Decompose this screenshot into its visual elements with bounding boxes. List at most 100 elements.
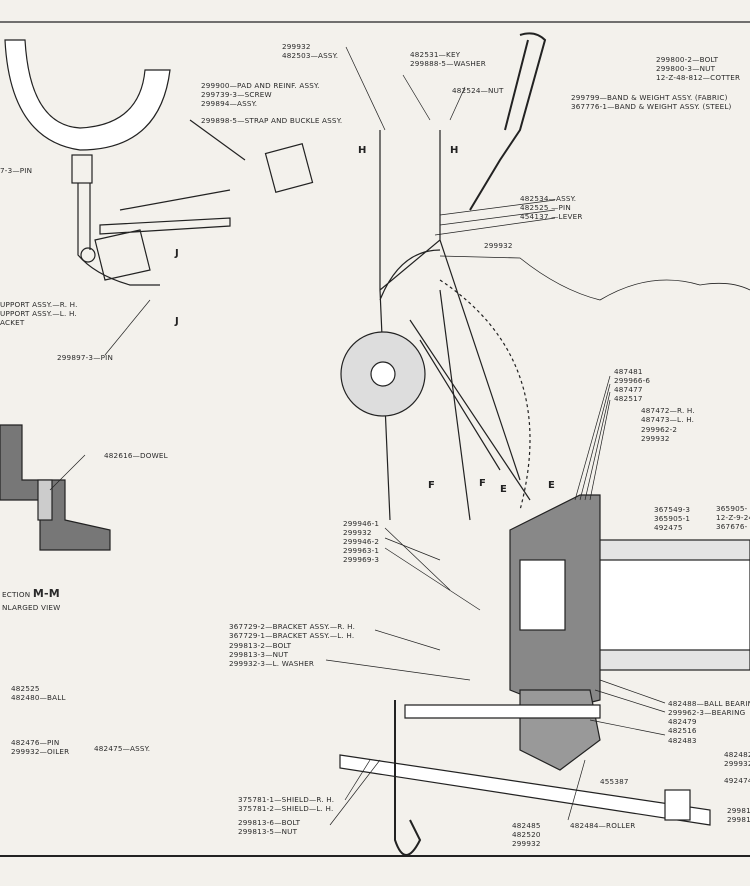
part-label: 482482 [724,750,750,759]
part-label: 365905- [716,504,748,513]
part-label: 375781-1—SHIELD—R. H. [238,795,335,804]
lower-bar [404,704,601,719]
part-label: 367729-2—BRACKET ASSY.—R. H. [229,622,356,631]
part-label: ACKET [0,318,25,327]
part-label: 482516 [668,726,697,735]
part-label: 299894—ASSY. [201,99,258,108]
part-label: 299813-6—BOLT [238,818,301,827]
part-label: 299932 [641,434,670,443]
part-label: 365905-1 [654,514,691,523]
part-label: 482524—NUT [452,86,504,95]
section-marker-f: F [428,480,435,491]
hook [394,700,422,856]
section-marker-j: J [175,248,179,259]
part-label: 367676- [716,522,748,531]
support-post [71,154,93,184]
part-label: 7-3—PIN [0,166,33,175]
part-label: 367776-1—BAND & WEIGHT ASSY. (STEEL) [571,102,732,111]
part-label: 367549-3 [654,505,691,514]
pad-arc [4,39,171,151]
part-label: 482476—PIN [11,738,60,747]
part-label: 487472—R. H. [641,406,695,415]
part-label: 299813-2—BOLT [229,641,292,650]
roller-box [664,789,691,821]
part-label: 492475 [654,523,683,532]
part-label: 299962-2 [641,425,678,434]
part-label: 299932 [282,42,311,51]
part-label: 29981 [727,806,750,815]
part-label: 299962-3—BEARING [668,708,746,717]
part-label: 482616—DOWEL [104,451,168,460]
part-label: 299966-6 [614,376,651,385]
part-label: 482480—BALL [11,693,66,702]
part-label: 299799—BAND & WEIGHT ASSY. (FABRIC) [571,93,728,102]
part-label: UPPORT ASSY.—L. H. [0,309,77,318]
part-label: 299932—OILER [11,747,70,756]
part-label: 299898-5—STRAP AND BUCKLE ASSY. [201,116,343,125]
bracket-bar [94,189,231,281]
dotted-arc [439,279,531,511]
section-subtitle: NLARGED VIEW [2,603,61,612]
part-label: 29981 [727,815,750,824]
section-marker-e: E [500,484,507,495]
part-label: 487477 [614,385,643,394]
part-label: 299946-1 [343,519,380,528]
section-word: ECTION [2,590,31,599]
part-label: 299932 [724,759,750,768]
section-marker-e: E [548,480,555,491]
pivot [80,247,96,263]
part-label: 12-Z-48-812—COTTER [656,73,741,82]
part-label: 299932 [343,528,372,537]
part-label: 482485 [512,821,541,830]
part-label: 455387 [600,777,629,786]
part-label: 482475—ASSY. [94,744,151,753]
part-label: 367729-1—BRACKET ASSY.—L. H. [229,631,355,640]
part-label: 482484—ROLLER [570,821,636,830]
part-label: 12-Z-9-24 [716,513,750,522]
part-label: 482531—KEY [410,50,461,59]
part-label: 299739-3—SCREW [201,90,272,99]
part-label: 299969-3 [343,555,380,564]
part-label: UPPORT ASSY.—R. H. [0,300,78,309]
part-label: 299946-2 [343,537,380,546]
support-arm [77,183,160,286]
part-label: 482534—ASSY. [520,194,577,203]
section-marker-h: H [450,145,459,156]
section-id: M-M [32,587,60,600]
part-label: 482520 [512,830,541,839]
part-label: 299932-3—L. WASHER [229,659,315,668]
part-label: 482525 —PIN [520,203,571,212]
part-label: 482479 [668,717,697,726]
section-title: ECTION M-M [2,587,60,600]
section-marker-j: J [175,316,179,327]
part-label: 487481 [614,367,643,376]
part-label: 482525 [11,684,40,693]
handle [469,32,547,211]
part-label: 299900—PAD AND REINF. ASSY. [201,81,320,90]
part-label: 299932 [512,839,541,848]
part-label: 482503—ASSY. [282,51,339,60]
section-marker-h: H [358,145,367,156]
part-label: 299932 [484,241,513,250]
arm-link [409,319,531,501]
part-label: 454137 —LEVER [520,212,583,221]
part-label: 299813-3—NUT [229,650,289,659]
part-label: 492474 [724,776,750,785]
part-label: 482483 [668,736,697,745]
part-label: 299800-3—NUT [656,64,716,73]
part-label: 482517 [614,394,643,403]
part-label: 375781-2—SHIELD—L. H. [238,804,334,813]
part-label: 482488—BALL BEARIN [668,699,750,708]
section-marker-f: F [479,478,486,489]
section-mm [0,424,111,551]
part-label: 299963-1 [343,546,380,555]
base-rail [339,754,711,826]
main-frame [379,130,521,521]
buckle [264,143,314,193]
part-label: 299800-2—BOLT [656,55,719,64]
part-label: 299897-3—PIN [57,353,114,362]
bearing-block [519,689,601,771]
cloth-edge [439,255,750,301]
part-label: 299888-5—WASHER [410,59,486,68]
